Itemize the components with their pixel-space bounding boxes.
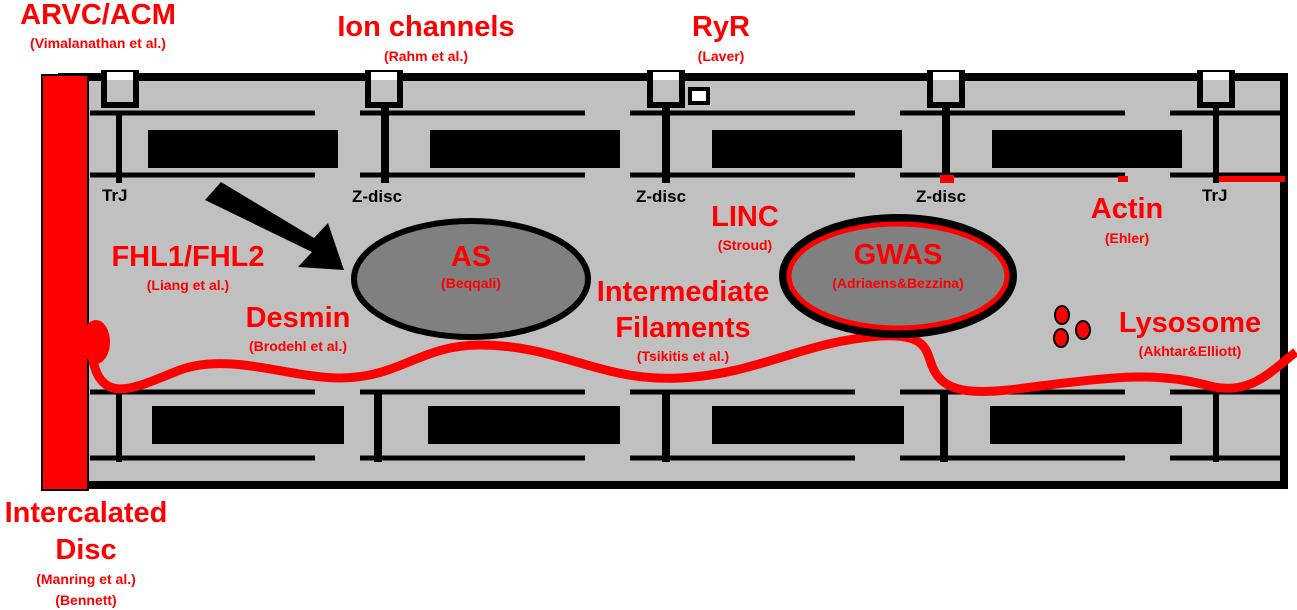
- z-disc-line-1: [116, 113, 122, 183]
- gwas-ellipse-red-ring: [786, 221, 1010, 331]
- actin-highlight-2: [1219, 176, 1285, 182]
- t-tubule-notches: [62, 70, 1284, 108]
- upper-sarcomere: [90, 105, 1285, 183]
- as-ellipse: [351, 218, 591, 340]
- label-ryr: RyR: [692, 11, 750, 43]
- sarcomere-bar-3: [712, 130, 902, 168]
- cite-linc: (Stroud): [718, 237, 772, 253]
- cite-disc-2: (Bennett): [55, 592, 116, 608]
- label-linc: LINC: [711, 201, 779, 233]
- sarcomere-bar-1: [148, 130, 338, 168]
- cite-lysosome: (Akhtar&Elliott): [1139, 343, 1242, 359]
- label-arvc: ARVC/ACM: [20, 0, 176, 31]
- label-gwas: GWAS: [854, 239, 943, 271]
- sarcomere-bar-6: [428, 406, 620, 444]
- label-trj-right: TrJ: [1202, 186, 1228, 205]
- cite-actin: (Ehler): [1105, 230, 1149, 246]
- label-zdisc-2: Z-disc: [636, 187, 686, 206]
- label-as: AS: [451, 241, 491, 273]
- label-desmin: Desmin: [246, 302, 351, 334]
- label-zdisc-1: Z-disc: [352, 187, 402, 206]
- actin-highlight-1: [1118, 176, 1128, 182]
- cite-desmin: (Brodehl et al.): [249, 338, 347, 354]
- sarcomere-bar-4: [992, 130, 1182, 168]
- sarcomere-bar-5: [152, 406, 344, 444]
- notch-gap-4: [933, 72, 959, 80]
- label-intermediate-line1: Intermediate: [597, 276, 769, 308]
- z-disc-line-10: [1213, 392, 1219, 462]
- sarcomere-bar-8: [990, 406, 1182, 444]
- notch-gap-2: [371, 72, 397, 80]
- cite-intermediate: (Tsikitis et al.): [637, 348, 729, 364]
- label-intermediate-line2: Filaments: [615, 312, 750, 344]
- notch-gap-5: [1203, 72, 1229, 80]
- cite-arvc: (Vimalanathan et al.): [30, 35, 166, 51]
- ryr-box: [688, 87, 710, 105]
- label-ion-channels: Ion channels: [337, 11, 514, 43]
- sarcomere-bar-7: [712, 406, 904, 444]
- label-disc-line1: Intercalated: [5, 497, 168, 529]
- lower-sarcomere: [90, 389, 1284, 462]
- cite-ryr: (Laver): [698, 48, 745, 64]
- arrow-icon: [205, 182, 344, 270]
- z-disc-line-4: [942, 105, 950, 183]
- z-disc-highlight: [940, 175, 954, 183]
- intermediate-filament-line: [87, 331, 1297, 396]
- z-disc-line-6: [116, 392, 122, 462]
- sarcomere-bar-2: [430, 130, 620, 168]
- z-disc-line-9: [940, 392, 948, 462]
- label-disc-line2: Disc: [55, 534, 116, 566]
- label-zdisc-3: Z-disc: [916, 187, 966, 206]
- cite-ion-channels: (Rahm et al.): [384, 48, 468, 64]
- lysosome-dot-1: [1054, 305, 1070, 325]
- notch-gap-1: [107, 72, 133, 80]
- lysosome-dot-3: [1075, 320, 1091, 340]
- label-actin: Actin: [1091, 193, 1164, 225]
- lysosome-dot-2: [1053, 328, 1069, 348]
- intercalated-disc-bulge: [82, 320, 110, 364]
- gwas-ellipse: [779, 214, 1017, 338]
- cite-gwas: (Adriaens&Bezzina): [832, 275, 963, 291]
- label-fhl: FHL1/FHL2: [111, 241, 264, 273]
- label-trj-left: TrJ: [102, 186, 128, 205]
- cite-fhl: (Liang et al.): [147, 277, 229, 293]
- z-disc-line-8: [662, 392, 670, 462]
- notch-gap-3: [653, 72, 679, 80]
- z-disc-line-7: [374, 392, 382, 462]
- z-disc-line-2: [381, 105, 389, 183]
- label-lysosome: Lysosome: [1119, 307, 1261, 339]
- intercalated-disc: [41, 74, 89, 491]
- z-disc-line-3: [662, 105, 670, 183]
- cite-disc-1: (Manring et al.): [36, 571, 136, 587]
- z-disc-line-5: [1213, 105, 1219, 183]
- cite-as: (Beqqali): [441, 275, 501, 291]
